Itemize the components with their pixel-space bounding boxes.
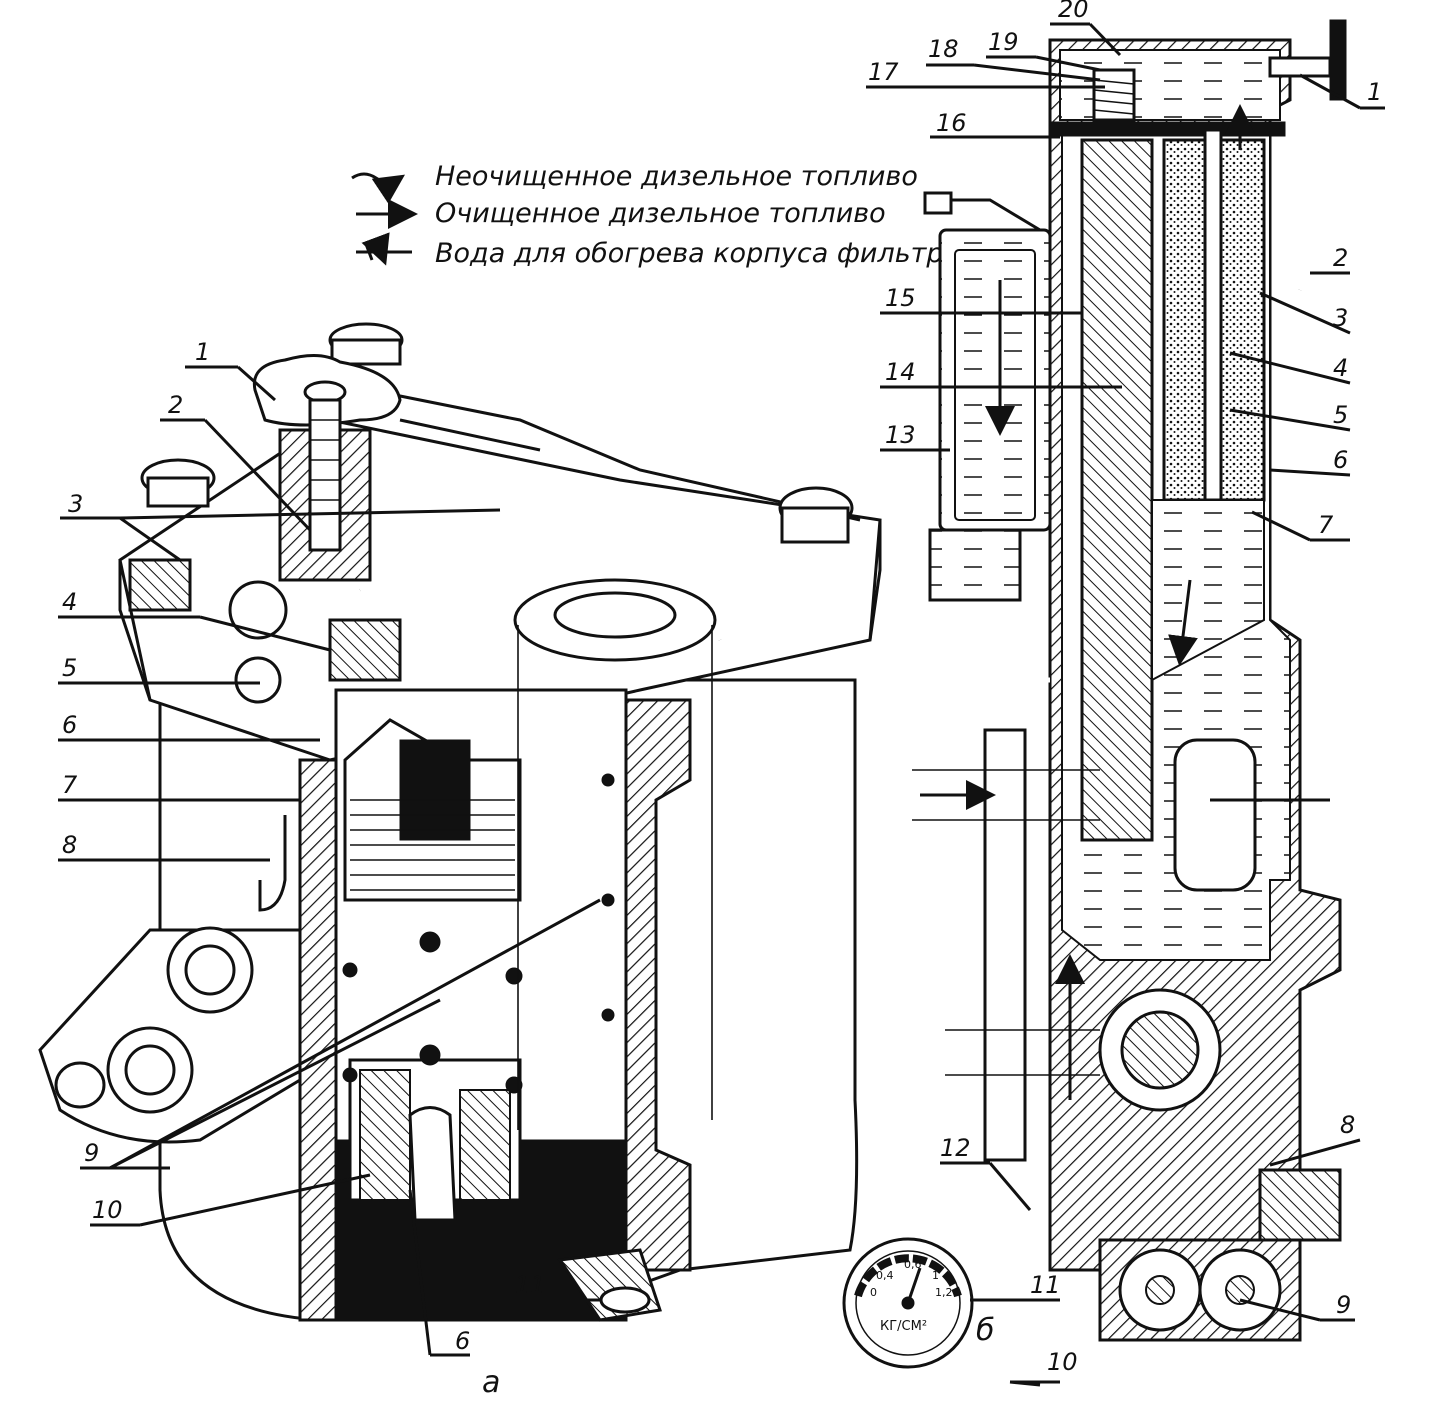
callout-a-1: 1 <box>195 338 210 366</box>
callout-b-18: 18 <box>928 35 959 63</box>
callout-b-3: 3 <box>1333 304 1348 332</box>
callout-b-5: 5 <box>1333 401 1348 429</box>
legend-heating-water: Вода для обогрева корпуса фильтра <box>356 238 960 269</box>
callout-a-3: 3 <box>68 490 83 518</box>
caption-b: б <box>976 1313 995 1348</box>
gauge-tick-4: 1,2 <box>935 1286 953 1299</box>
gauge-tick-0: 0 <box>870 1286 877 1299</box>
legend-clean-fuel-label: Очищенное дизельное топливо <box>435 198 886 229</box>
mounting-bracket <box>38 926 302 1144</box>
perforation-holes <box>342 773 615 1094</box>
callout-b-4: 4 <box>1333 354 1348 382</box>
callout-a-6b: 6 <box>455 1327 470 1355</box>
callout-a-4: 4 <box>62 588 77 616</box>
view-b-callouts: 20 19 18 17 16 15 14 13 12 11 10 1 2 3 4… <box>866 0 1385 1387</box>
wavy-arrow-icon <box>351 172 405 204</box>
callout-b-9: 9 <box>1336 1291 1351 1319</box>
view-a-illustration <box>38 322 882 1322</box>
callout-a-11: 11 <box>515 1271 546 1299</box>
water-heater-jacket <box>923 191 1052 602</box>
top-bolt-right <box>778 486 854 544</box>
callout-b-16: 16 <box>936 109 967 137</box>
callout-b-11: 11 <box>1030 1271 1061 1299</box>
pressure-gauge: 0 0,4 0,6 1 1,2 КГ/СМ² <box>842 1237 974 1369</box>
upper-filter-element <box>343 718 522 902</box>
view-b-illustration <box>830 19 1423 1383</box>
callout-b-13: 13 <box>885 421 916 449</box>
legend-heating-water-label: Вода для обогрева корпуса фильтра <box>435 238 960 269</box>
callout-b-6: 6 <box>1333 446 1348 474</box>
gauge-tick-2: 0,6 <box>904 1258 922 1271</box>
callout-a-5: 5 <box>62 654 77 682</box>
drain-plug <box>557 1248 662 1322</box>
callout-b-8: 8 <box>1340 1111 1355 1139</box>
callout-b-15: 15 <box>885 284 916 312</box>
fuel-pump <box>1098 988 1342 1342</box>
callout-b-14: 14 <box>885 358 916 386</box>
callout-a-9: 9 <box>84 1139 99 1167</box>
callout-b-20: 20 <box>1058 0 1089 23</box>
bleed-screw-icon <box>1268 19 1347 101</box>
callout-b-1: 1 <box>1367 78 1382 106</box>
legend-raw-fuel-label: Неочищенное дизельное топливо <box>435 161 918 192</box>
caption-a: а <box>482 1365 500 1400</box>
callout-b-7: 7 <box>1318 511 1334 539</box>
callout-b-17: 17 <box>868 58 899 86</box>
gauge-tick-1: 0,4 <box>876 1269 894 1282</box>
gauge-tick-3: 1 <box>932 1269 939 1282</box>
callout-b-10: 10 <box>1047 1348 1078 1376</box>
callout-a-10: 10 <box>92 1196 123 1224</box>
lower-filter-element <box>348 1058 522 1222</box>
legend-raw-fuel: Неочищенное дизельное топливо <box>351 161 918 204</box>
callout-a-7: 7 <box>62 771 78 799</box>
legend-clean-fuel: Очищенное дизельное топливо <box>356 198 886 229</box>
callout-b-19: 19 <box>988 28 1019 56</box>
callout-a-8: 8 <box>62 831 77 859</box>
callout-b-2: 2 <box>1333 244 1348 272</box>
gauge-unit: КГ/СМ² <box>880 1319 927 1334</box>
callout-b-12: 12 <box>940 1134 971 1162</box>
callout-a-6: 6 <box>62 711 77 739</box>
view-a-callouts: 1 2 3 4 5 6 7 8 9 10 6 11 а <box>58 338 601 1400</box>
barbed-arrow-icon <box>356 244 412 260</box>
callout-a-2: 2 <box>168 391 183 419</box>
top-bolt-left <box>140 458 216 508</box>
top-bolt-back <box>328 322 404 366</box>
legend: Неочищенное дизельное топливо Очищенное … <box>351 161 960 269</box>
